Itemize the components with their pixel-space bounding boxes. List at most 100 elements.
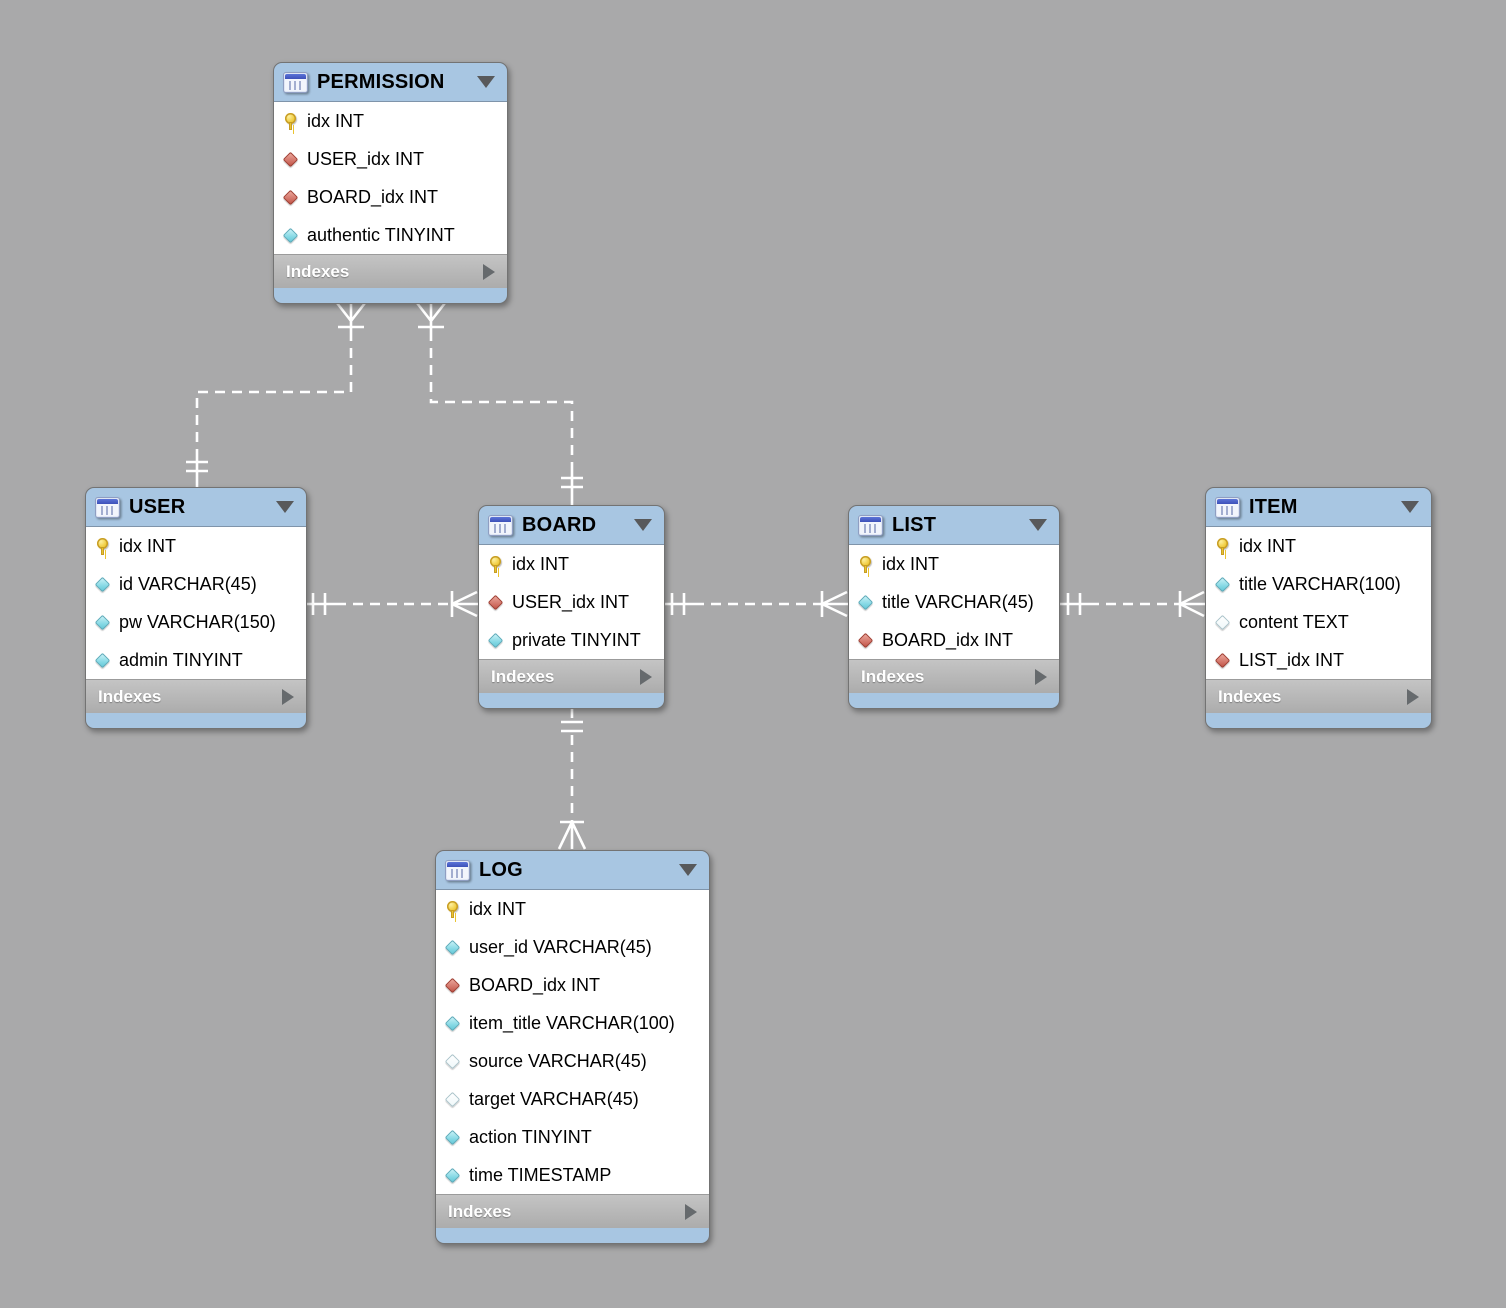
column-label: LIST_idx INT	[1239, 649, 1345, 670]
column-row[interactable]: idx INT	[274, 102, 507, 140]
column-label: idx INT	[119, 535, 177, 556]
table-header[interactable]: LIST	[849, 506, 1059, 544]
column-row[interactable]: idx INT	[436, 890, 709, 928]
table-header[interactable]: BOARD	[479, 506, 664, 544]
attribute-icon	[282, 227, 299, 243]
indexes-row[interactable]: Indexes	[274, 255, 507, 288]
expand-arrow-icon[interactable]	[1035, 668, 1047, 685]
column-row[interactable]: time TIMESTAMP	[436, 1156, 709, 1194]
column-row[interactable]: admin TINYINT	[86, 641, 306, 679]
collapse-arrow-icon[interactable]	[1029, 519, 1047, 531]
table-header[interactable]: ITEM	[1206, 488, 1431, 526]
indexes-label: Indexes	[448, 1201, 512, 1221]
primary-key-icon	[445, 900, 460, 918]
column-label: BOARD_idx INT	[307, 186, 439, 207]
column-label: authentic TINYINT	[307, 224, 455, 245]
column-list: idx INT user_id VARCHAR(45) BOARD_idx IN…	[436, 889, 709, 1195]
column-row[interactable]: USER_idx INT	[274, 140, 507, 178]
primary-key-icon	[283, 112, 298, 130]
column-label: id VARCHAR(45)	[119, 573, 257, 594]
column-row[interactable]: action TINYINT	[436, 1118, 709, 1156]
column-label: time TIMESTAMP	[469, 1164, 612, 1185]
column-row[interactable]: id VARCHAR(45)	[86, 565, 306, 603]
expand-arrow-icon[interactable]	[640, 668, 652, 685]
expand-arrow-icon[interactable]	[282, 688, 294, 705]
indexes-row[interactable]: Indexes	[436, 1195, 709, 1228]
table-title: USER	[129, 495, 186, 518]
column-label: source VARCHAR(45)	[469, 1050, 647, 1071]
indexes-row[interactable]: Indexes	[479, 660, 664, 693]
column-row[interactable]: LIST_idx INT	[1206, 641, 1431, 679]
indexes-row[interactable]: Indexes	[86, 680, 306, 713]
expand-arrow-icon[interactable]	[685, 1203, 697, 1220]
primary-key-icon	[488, 555, 503, 573]
collapse-arrow-icon[interactable]	[276, 501, 294, 513]
table-header[interactable]: LOG	[436, 851, 709, 889]
column-row[interactable]: title VARCHAR(100)	[1206, 565, 1431, 603]
attribute-nullable-icon	[1214, 614, 1231, 630]
column-row[interactable]: content TEXT	[1206, 603, 1431, 641]
column-label: admin TINYINT	[119, 649, 243, 670]
relationship-user-permission[interactable]	[186, 302, 367, 487]
table-list[interactable]: LIST idx INT title VARCHAR(45) BOARD_idx…	[848, 505, 1060, 709]
attribute-icon	[94, 652, 111, 668]
column-row[interactable]: pw VARCHAR(150)	[86, 603, 306, 641]
column-row[interactable]: idx INT	[849, 545, 1059, 583]
column-row[interactable]: target VARCHAR(45)	[436, 1080, 709, 1118]
column-row[interactable]: authentic TINYINT	[274, 216, 507, 254]
table-permission[interactable]: PERMISSION idx INT USER_idx INT BOARD_id…	[273, 62, 508, 304]
table-footer	[86, 713, 306, 728]
column-list: idx INT id VARCHAR(45) pw VARCHAR(150) a…	[86, 526, 306, 680]
collapse-arrow-icon[interactable]	[634, 519, 652, 531]
relationship-user-board[interactable]	[307, 590, 478, 618]
table-header[interactable]: USER	[86, 488, 306, 526]
table-board[interactable]: BOARD idx INT USER_idx INT private TINYI…	[478, 505, 665, 709]
relationship-board-list[interactable]	[665, 590, 848, 618]
column-row[interactable]: title VARCHAR(45)	[849, 583, 1059, 621]
primary-key-icon	[858, 555, 873, 573]
foreign-key-icon	[487, 594, 504, 610]
column-row[interactable]: private TINYINT	[479, 621, 664, 659]
column-row[interactable]: BOARD_idx INT	[436, 966, 709, 1004]
expand-arrow-icon[interactable]	[483, 263, 495, 280]
indexes-row[interactable]: Indexes	[1206, 680, 1431, 713]
collapse-arrow-icon[interactable]	[1401, 501, 1419, 513]
relationship-list-item[interactable]	[1060, 590, 1205, 618]
table-title: PERMISSION	[317, 70, 445, 93]
indexes-row[interactable]: Indexes	[849, 660, 1059, 693]
column-label: content TEXT	[1239, 611, 1349, 632]
table-icon	[283, 71, 308, 93]
table-icon	[858, 514, 883, 536]
indexes-label: Indexes	[1218, 686, 1282, 706]
column-row[interactable]: idx INT	[86, 527, 306, 565]
column-row[interactable]: idx INT	[1206, 527, 1431, 565]
column-row[interactable]: BOARD_idx INT	[274, 178, 507, 216]
attribute-icon	[94, 614, 111, 630]
table-item[interactable]: ITEM idx INT title VARCHAR(100) content …	[1205, 487, 1432, 729]
table-user[interactable]: USER idx INT id VARCHAR(45) pw VARCHAR(1…	[85, 487, 307, 729]
column-label: title VARCHAR(45)	[882, 591, 1034, 612]
relationship-board-permission[interactable]	[415, 302, 583, 505]
column-row[interactable]: source VARCHAR(45)	[436, 1042, 709, 1080]
column-row[interactable]: BOARD_idx INT	[849, 621, 1059, 659]
table-icon	[95, 496, 120, 518]
column-row[interactable]: USER_idx INT	[479, 583, 664, 621]
column-label: title VARCHAR(100)	[1239, 573, 1401, 594]
column-label: user_id VARCHAR(45)	[469, 936, 652, 957]
foreign-key-icon	[444, 977, 461, 993]
collapse-arrow-icon[interactable]	[477, 76, 495, 88]
table-footer	[274, 288, 507, 303]
relationship-board-log[interactable]	[557, 706, 587, 850]
column-row[interactable]: user_id VARCHAR(45)	[436, 928, 709, 966]
column-list: idx INT USER_idx INT BOARD_idx INT authe…	[274, 101, 507, 255]
column-row[interactable]: item_title VARCHAR(100)	[436, 1004, 709, 1042]
column-label: idx INT	[469, 898, 527, 919]
table-header[interactable]: PERMISSION	[274, 63, 507, 101]
column-label: idx INT	[1239, 535, 1297, 556]
expand-arrow-icon[interactable]	[1407, 688, 1419, 705]
column-label: action TINYINT	[469, 1126, 592, 1147]
column-row[interactable]: idx INT	[479, 545, 664, 583]
table-log[interactable]: LOG idx INT user_id VARCHAR(45) BOARD_id…	[435, 850, 710, 1244]
collapse-arrow-icon[interactable]	[679, 864, 697, 876]
